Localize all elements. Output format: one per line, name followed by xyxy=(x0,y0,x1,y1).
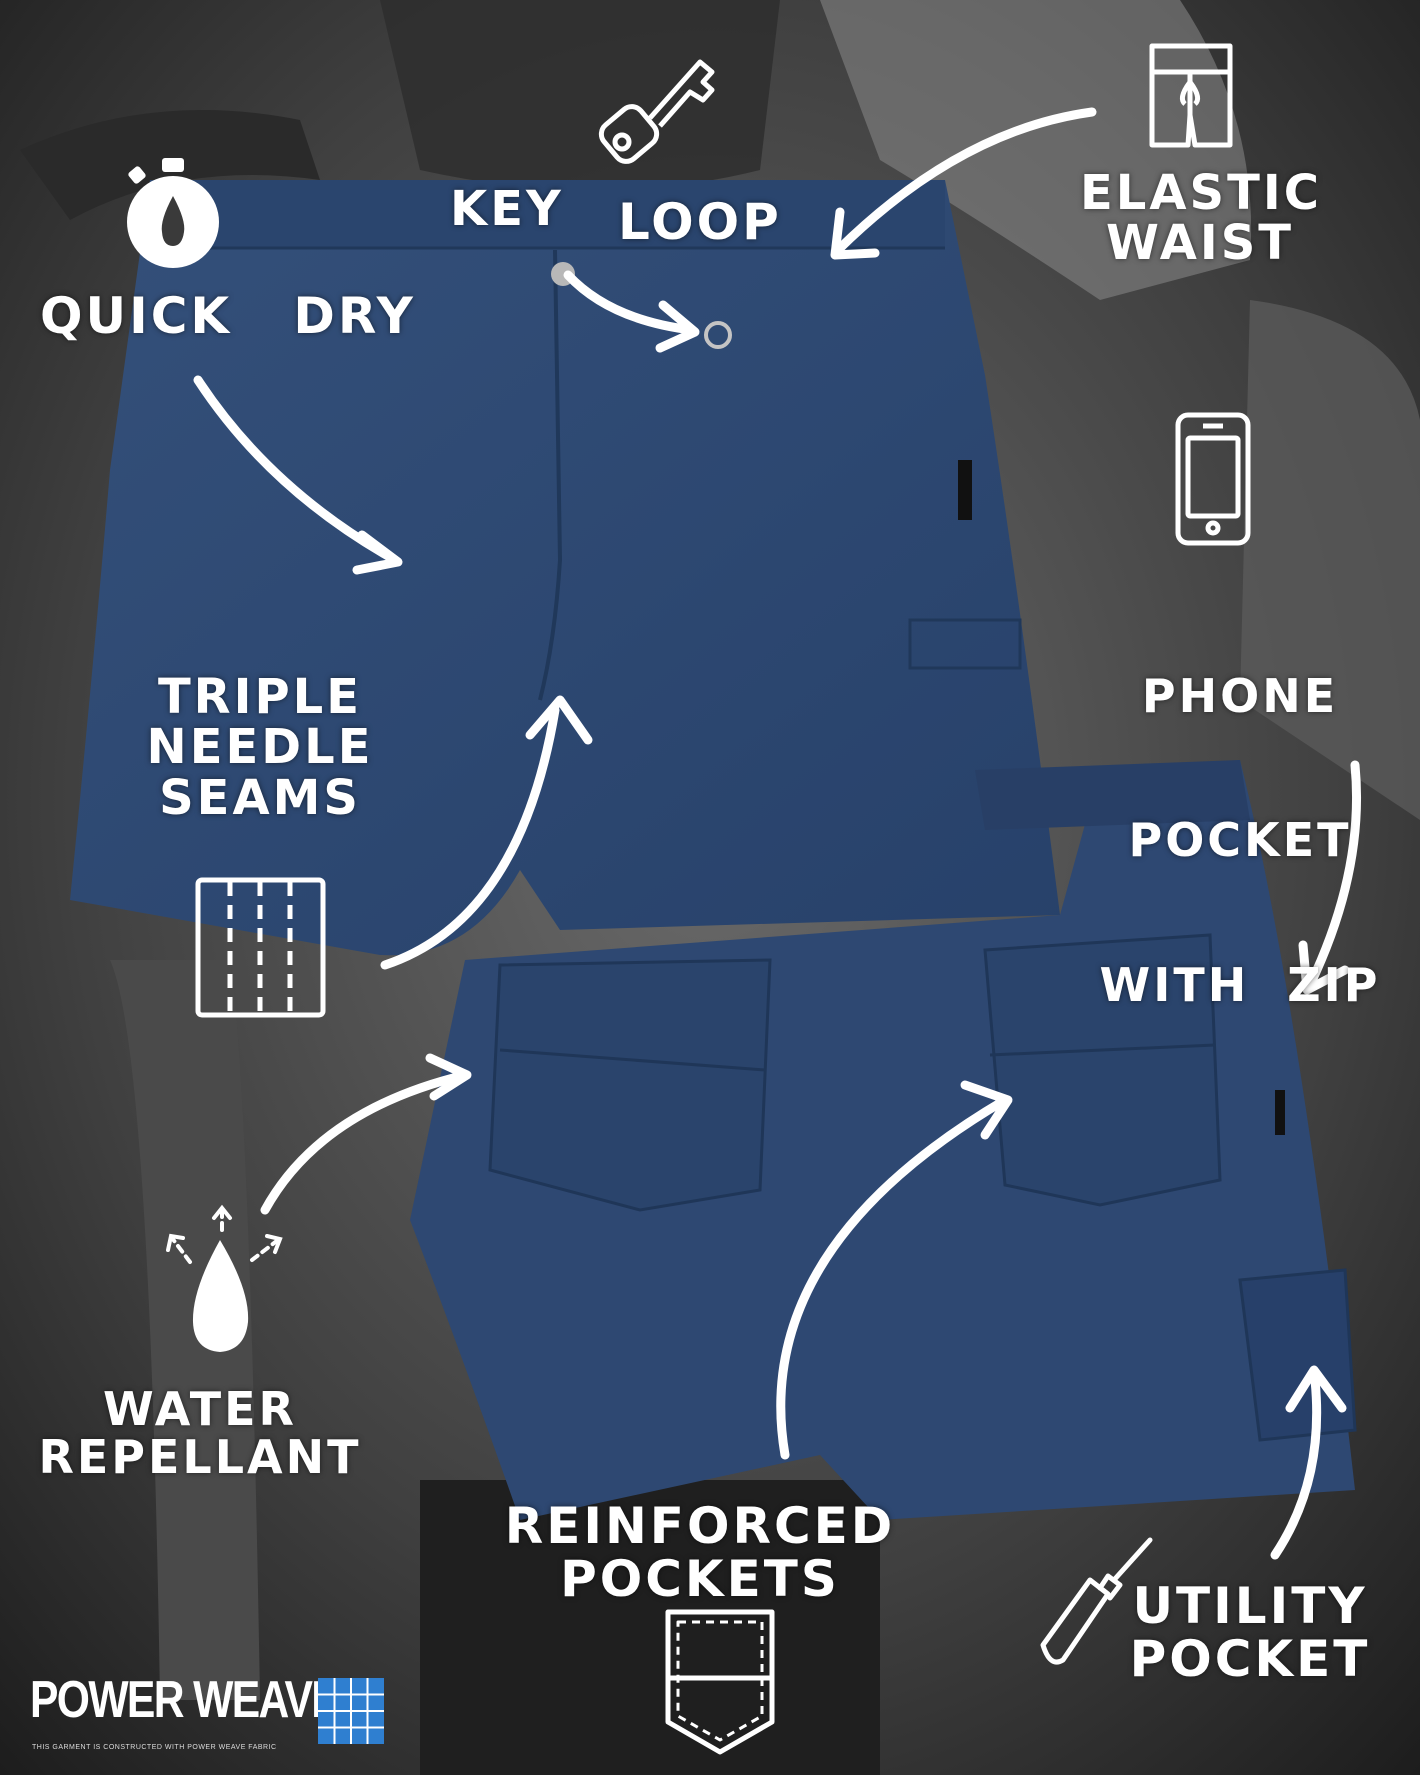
label-water-line2: REPELLANT xyxy=(38,1430,362,1485)
arrow-triple-seams xyxy=(380,705,560,970)
label-phone-line2: POCKET xyxy=(1128,813,1352,868)
arrowhead-water-repellant xyxy=(425,1053,472,1101)
label-utility-line1: UTILITY xyxy=(1132,1577,1368,1635)
arrowhead-key-loop xyxy=(655,300,700,353)
label-phone-line3: WITH ZIP xyxy=(1099,958,1381,1013)
label-elastic-line2: WAIST xyxy=(1105,215,1295,272)
background-hammer-handle xyxy=(110,960,260,1700)
arrowhead-quick-dry xyxy=(352,530,403,575)
water-drop-icon xyxy=(166,1204,283,1352)
label-utility-pocket: UTILITY POCKET xyxy=(1120,1580,1380,1685)
arrowhead-reinforced xyxy=(960,1080,1013,1140)
label-reinforced-line2: POCKETS xyxy=(560,1549,840,1608)
pocket-icon xyxy=(665,1609,775,1755)
label-utility-line2: POCKET xyxy=(1129,1629,1371,1688)
background-person-arm xyxy=(820,0,1252,300)
back-shorts xyxy=(410,760,1357,1520)
key-icon xyxy=(598,59,715,164)
arrowhead-triple-seams xyxy=(525,695,593,745)
arrow-phone-pocket xyxy=(1305,760,1361,990)
label-triple-needle-seams: TRIPLE NEEDLE SEAMS xyxy=(120,669,400,826)
brand-name: POWER WEAVE xyxy=(30,1671,340,1729)
label-water-repellant: WATER REPELLANT xyxy=(20,1385,380,1482)
stopwatch-drop-icon xyxy=(127,158,219,268)
brand-grid-logo xyxy=(318,1678,384,1744)
label-key: KEY xyxy=(450,181,564,237)
background-lower-bag xyxy=(420,1480,880,1775)
seam-swatch-icon xyxy=(195,877,326,1018)
label-loop: LOOP xyxy=(618,193,782,251)
label-elastic-line1: ELASTIC xyxy=(1080,165,1322,221)
background-tool-belt xyxy=(1240,300,1420,820)
label-reinforced-pockets: REINFORCED POCKETS xyxy=(490,1500,910,1605)
arrow-water-repellant xyxy=(260,1070,470,1215)
arrow-utility xyxy=(1270,1375,1322,1560)
front-shorts xyxy=(70,180,1060,956)
background-tool-dark xyxy=(380,0,780,190)
phone-icon xyxy=(1175,412,1251,546)
arrowhead-utility xyxy=(1285,1365,1347,1413)
arrowhead-phone-pocket xyxy=(1298,940,1350,995)
label-triple-line3: SEAMS xyxy=(159,769,361,826)
annotation-arrows xyxy=(193,107,1361,1560)
label-phone-line1: PHONE xyxy=(1141,668,1339,723)
arrow-elastic-waist xyxy=(833,107,1097,255)
label-phone-pocket: PHONE POCKET WITH ZIP xyxy=(1075,575,1405,1058)
label-elastic-waist: ELASTIC WAIST xyxy=(1080,168,1320,269)
label-quick-dry: QUICK DRY xyxy=(40,287,416,345)
label-reinforced-line1: REINFORCED xyxy=(504,1497,896,1555)
arrow-key-loop xyxy=(563,270,697,335)
label-triple-line2: NEEDLE xyxy=(146,719,374,776)
screwdriver-icon xyxy=(1040,1537,1153,1665)
arrowhead-elastic-waist xyxy=(830,207,880,260)
shorts-drawstring-icon xyxy=(1149,43,1233,148)
brand-tagline: This garment is constructed with Power W… xyxy=(32,1744,277,1751)
arrow-reinforced xyxy=(776,1095,1010,1460)
label-triple-line1: TRIPLE xyxy=(157,669,363,725)
label-water-line1: WATER xyxy=(103,1382,297,1436)
brand-logo: POWER WEAVE This garment is constructed … xyxy=(30,1670,390,1760)
